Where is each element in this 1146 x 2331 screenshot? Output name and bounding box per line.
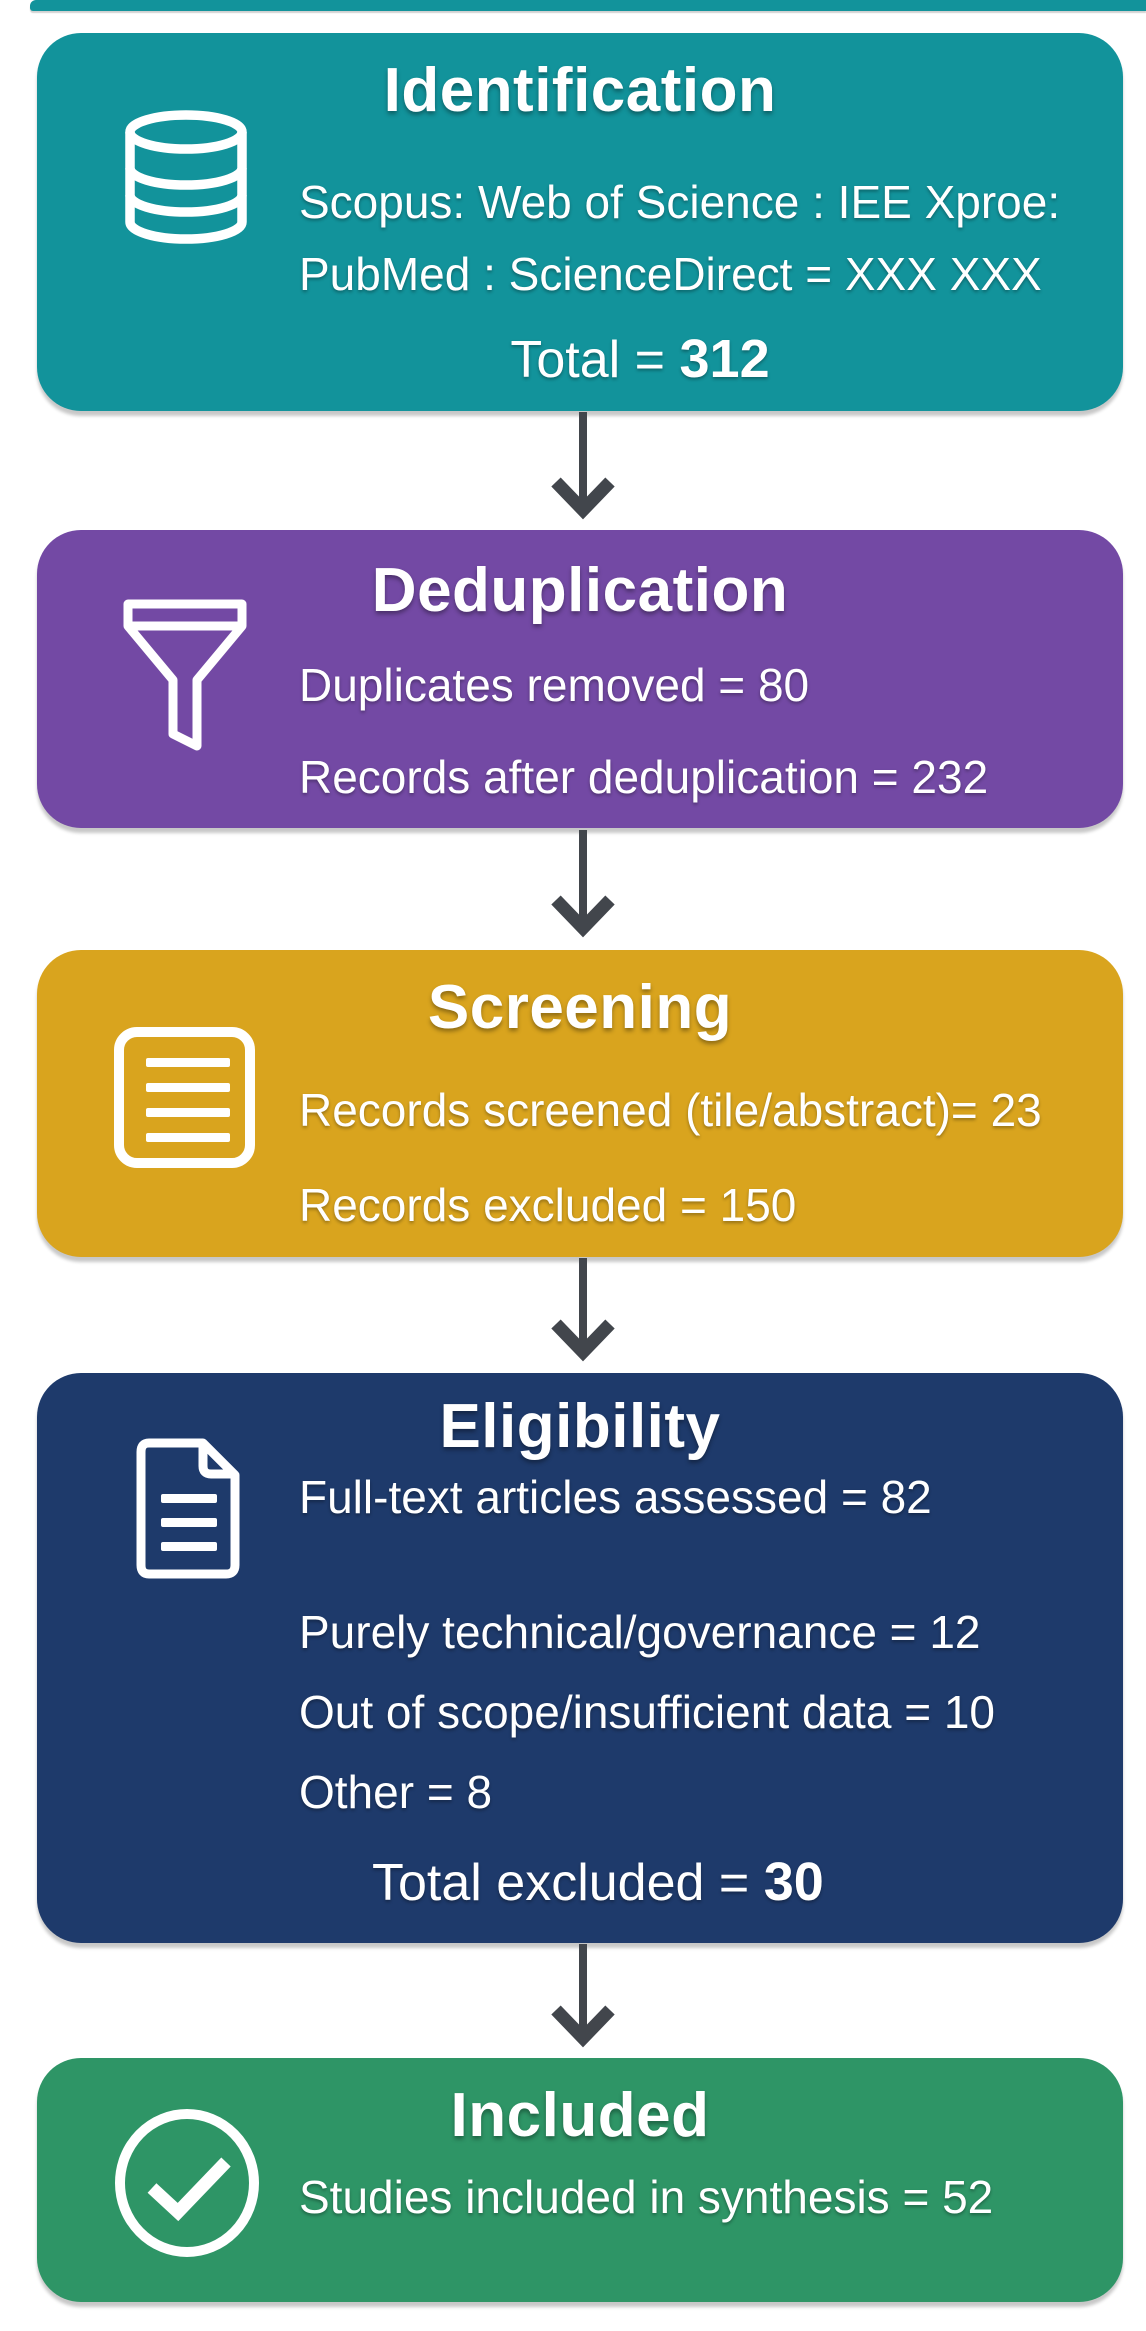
included-box: Included Studies included in synthesis =… [37, 2058, 1123, 2302]
records-screened-line: Records screened (tile/abstract)= 23 [299, 1084, 1042, 1136]
box-title: Deduplication [371, 556, 789, 625]
total-excluded-line: Total excluded = 30 [372, 1851, 824, 1913]
sources-line: Scopus: Web of Science : IEE Xproe: [299, 176, 1061, 228]
top-crop-strip [30, 0, 1146, 11]
flow-arrow-down [538, 1258, 628, 1366]
fulltext-assessed-line: Full-text articles assessed = 82 [299, 1471, 932, 1523]
flow-arrow-down [538, 1944, 628, 2052]
total-label: Total = [510, 331, 680, 389]
identification-box: Identification Scopus: Web of Science : … [37, 33, 1123, 411]
records-after-dedup-line: Records after deduplication = 232 [299, 751, 989, 803]
total-label: Total excluded = [372, 1854, 764, 1912]
list-document-icon [112, 1025, 257, 1170]
exclusion-reason-line: Other = 8 [299, 1766, 493, 1818]
studies-included-line: Studies included in synthesis = 52 [299, 2171, 994, 2223]
total-value: 30 [763, 1852, 824, 1912]
box-title: Identification [383, 56, 777, 125]
sources-line: PubMed : ScienceDirect = XXX XXX [299, 248, 1042, 300]
funnel-icon [120, 598, 250, 763]
flow-arrow-down [538, 412, 628, 524]
check-circle-icon [112, 2106, 262, 2260]
screening-box: Screening Records screened (tile/abstrac… [37, 950, 1123, 1257]
database-icon [120, 109, 252, 245]
document-icon [133, 1436, 250, 1581]
box-title: Eligibility [439, 1392, 721, 1461]
flow-arrow-down [538, 830, 628, 942]
total-value: 312 [679, 329, 770, 389]
eligibility-box: Eligibility Full-text articles assessed … [37, 1373, 1123, 1943]
duplicates-removed-line: Duplicates removed = 80 [299, 659, 810, 711]
exclusion-reason-line: Out of scope/insufficient data = 10 [299, 1686, 995, 1738]
deduplication-box: Deduplication Duplicates removed = 80 Re… [37, 530, 1123, 828]
total-records-line: Total = 312 [157, 328, 1123, 390]
box-title: Included [450, 2081, 710, 2150]
records-excluded-line: Records excluded = 150 [299, 1179, 797, 1231]
exclusion-reason-line: Purely technical/governance = 12 [299, 1606, 981, 1658]
box-title: Screening [427, 973, 733, 1042]
